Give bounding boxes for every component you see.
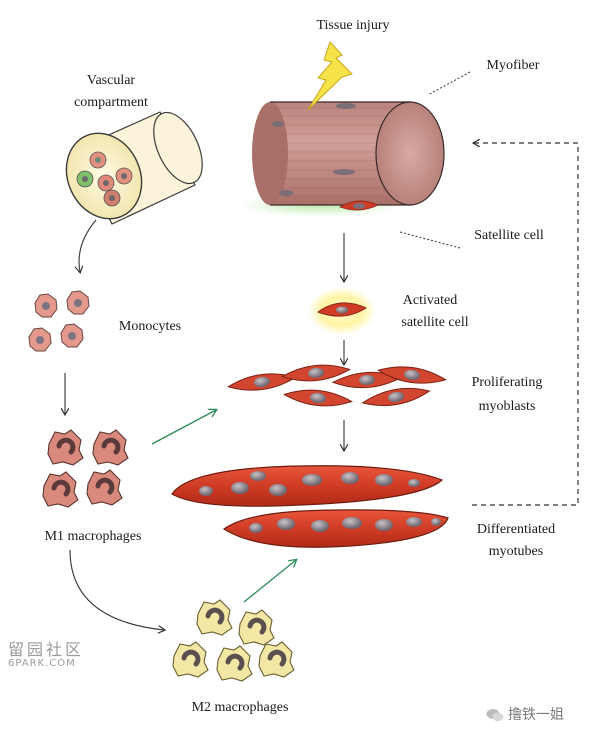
watermark-left-line1: 留园社区 <box>8 640 85 659</box>
satellite-cell-leader-line <box>399 231 461 249</box>
wechat-icon <box>486 707 504 722</box>
monocytes-cluster <box>28 290 90 352</box>
watermark-right: 撸铁一姐 <box>486 704 564 724</box>
label-tissue-injury: Tissue injury <box>316 18 390 33</box>
label-vascular-line1: Vascular <box>86 73 136 88</box>
watermark-right-text: 撸铁一姐 <box>508 707 564 723</box>
label-proliferating-line1: Proliferating <box>471 375 543 390</box>
arrow-m1-to-myoblasts <box>151 410 216 445</box>
label-m2-macrophages: M2 macrophages <box>191 700 289 715</box>
label-differentiated-line2: myotubes <box>488 544 544 559</box>
myotube-upper <box>171 465 444 507</box>
myotube-lower <box>222 509 449 548</box>
myofiber <box>240 101 445 217</box>
label-monocytes: Monocytes <box>118 319 182 334</box>
arrow-vessel-to-monocytes <box>79 219 97 272</box>
myofiber-leader-line <box>427 71 471 96</box>
label-myofiber: Myofiber <box>486 58 540 73</box>
watermark-left-line2: 6PARK.COM <box>8 658 76 669</box>
label-activated-line2: satellite cell <box>401 315 469 330</box>
label-m1-macrophages: M1 macrophages <box>44 529 142 544</box>
arrow-m1-to-m2 <box>69 549 164 630</box>
label-differentiated-line1: Differentiated <box>476 522 556 537</box>
arrow-m2-to-myotubes <box>243 560 296 603</box>
label-satellite-cell: Satellite cell <box>474 228 544 243</box>
lightning-icon <box>307 41 353 111</box>
proliferating-myoblasts <box>227 364 447 407</box>
m1-macrophages-cluster <box>42 429 129 508</box>
activated-satellite-cell <box>308 287 376 335</box>
label-activated-line1: Activated <box>402 293 458 308</box>
vascular-vessel <box>65 111 203 225</box>
m2-macrophages-cluster <box>172 599 295 682</box>
label-vascular-line2: compartment <box>74 95 148 110</box>
label-proliferating-line2: myoblasts <box>478 399 536 414</box>
